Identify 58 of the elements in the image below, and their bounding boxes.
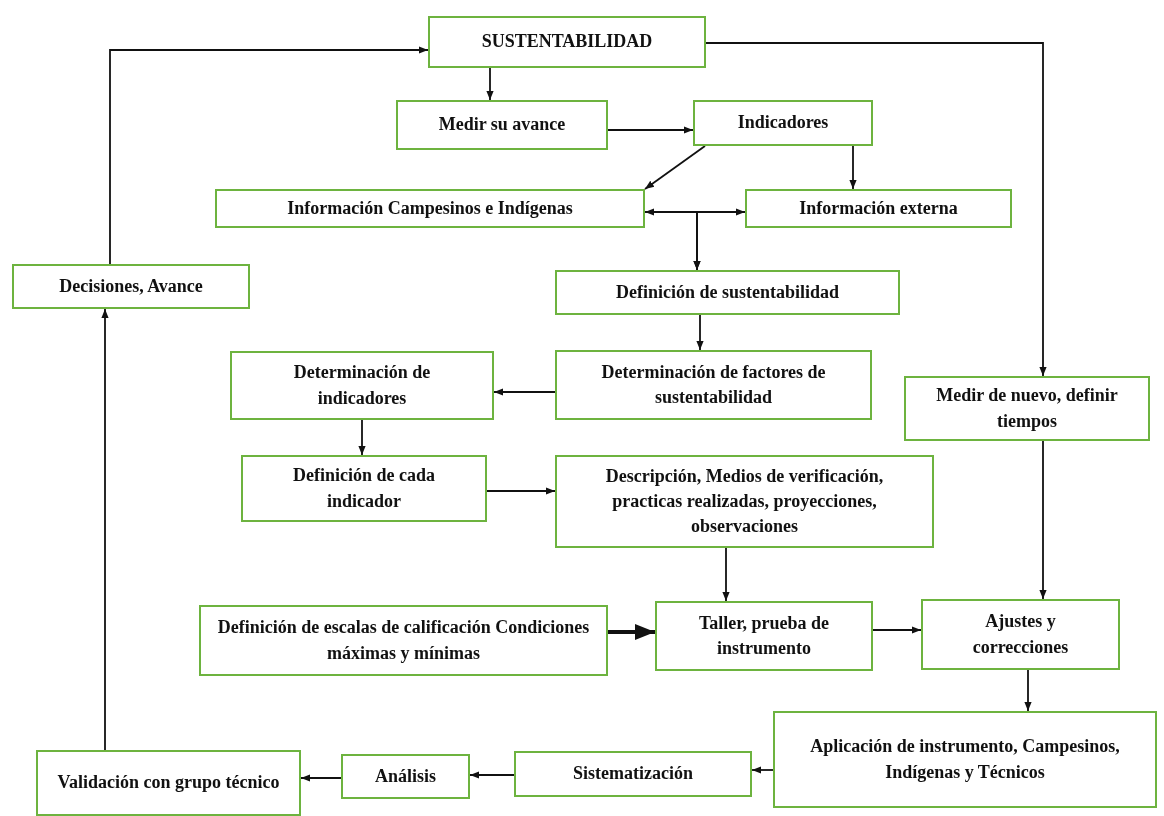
arrow — [693, 211, 746, 271]
box-text: Validación con grupo técnico — [57, 771, 280, 795]
process-box — [555, 270, 900, 315]
arrow — [358, 419, 366, 456]
arrow — [607, 126, 694, 134]
box-text: Ajustes y correcciones — [971, 610, 1070, 659]
process-box — [199, 605, 608, 676]
box-text: Información externa — [799, 196, 958, 220]
box-text: Definición de escalas de calificación Condiciones máximas y mínimas — [217, 616, 590, 665]
box-text: Medir de nuevo, definir tiempos — [935, 384, 1119, 433]
arrow — [608, 624, 655, 640]
arrow — [486, 487, 556, 495]
box-text: Sistematización — [573, 762, 693, 786]
arrow — [300, 774, 342, 782]
arrow — [705, 42, 1047, 377]
process-box — [396, 100, 608, 150]
process-box — [514, 751, 752, 797]
box-text: Definición de cada indicador — [292, 464, 436, 513]
process-box — [555, 350, 872, 420]
process-box — [12, 264, 250, 309]
process-box — [904, 376, 1150, 441]
box-text: Determinación de indicadores — [292, 361, 432, 410]
arrow — [109, 46, 429, 265]
process-box — [341, 754, 470, 799]
box-text: Taller, prueba de instrumento — [697, 611, 831, 660]
process-box — [555, 455, 934, 548]
process-box — [745, 189, 1012, 228]
box-text: Decisiones, Avance — [59, 274, 203, 298]
arrow — [751, 766, 774, 774]
box-text: Análisis — [375, 764, 436, 788]
process-box — [428, 16, 706, 68]
box-text: Indicadores — [737, 111, 829, 135]
arrow — [872, 626, 922, 634]
arrow — [1024, 669, 1032, 712]
process-box — [921, 599, 1120, 670]
arrow — [493, 388, 556, 396]
arrow — [849, 145, 857, 190]
box-text: Aplicación de instrumento, Campesinos, Indígenas y Técnicos — [809, 735, 1121, 784]
process-box — [773, 711, 1157, 808]
process-box — [693, 100, 873, 146]
box-text: Descripción, Medios de verificación, practicas realizadas, proyecciones, observaciones — [604, 464, 885, 539]
arrow — [1039, 440, 1047, 600]
arrow — [696, 314, 704, 351]
arrow — [486, 67, 494, 101]
process-box — [655, 601, 873, 671]
box-text: Determinación de factores de sustentabilidad — [600, 360, 827, 409]
arrow — [722, 547, 730, 602]
arrow — [101, 308, 109, 751]
arrow — [469, 771, 515, 779]
process-box — [230, 351, 494, 420]
process-box — [36, 750, 301, 816]
box-text: Información Campesinos e Indígenas — [287, 196, 573, 220]
process-box — [241, 455, 487, 522]
box-text: SUSTENTABILIDAD — [481, 30, 653, 54]
process-box — [215, 189, 645, 228]
box-text: Definición de sustentabilidad — [615, 280, 839, 304]
arrow — [644, 145, 706, 190]
box-text: Medir su avance — [438, 113, 566, 137]
